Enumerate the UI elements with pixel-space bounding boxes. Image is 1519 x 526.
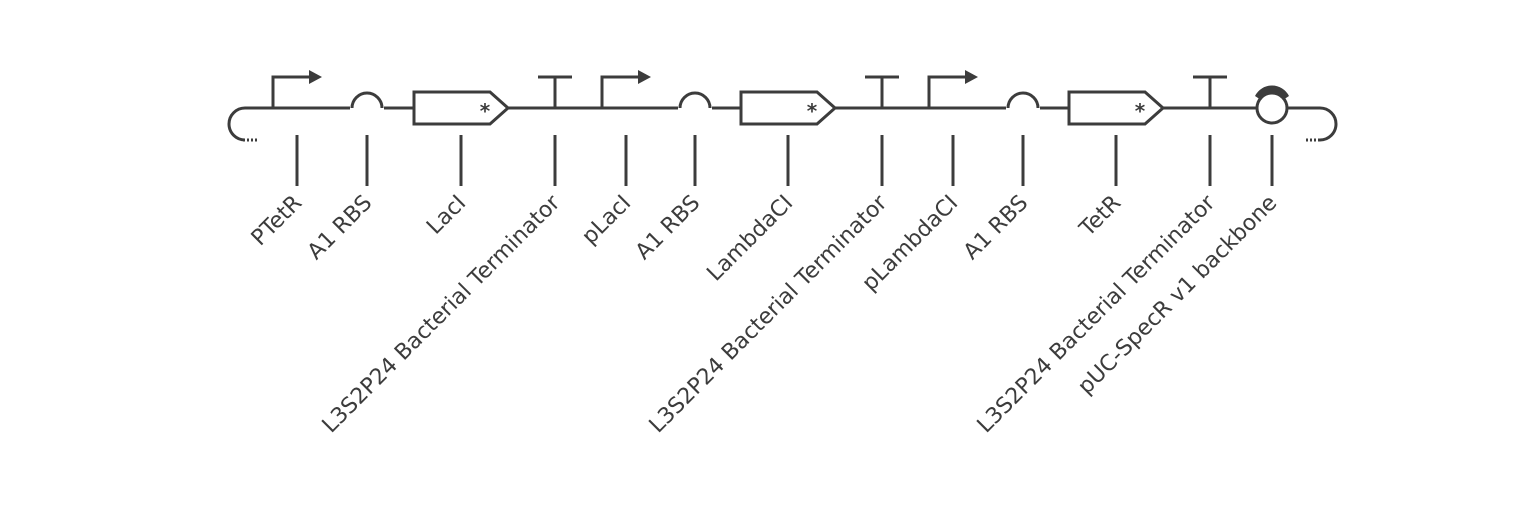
part-label: pLacI: [577, 191, 636, 250]
part-label: LambdaCI: [702, 191, 798, 287]
cds-glyph: *: [412, 90, 511, 126]
part-label: PTetR: [247, 191, 307, 251]
rbs-glyph: [678, 91, 712, 110]
terminator-glyph: [1193, 75, 1227, 108]
part-label: A1 RBS: [303, 191, 377, 265]
promoter-glyph: [271, 70, 322, 108]
part-label: TetR: [1075, 191, 1127, 243]
part-label: A1 RBS: [959, 191, 1033, 265]
rbs-glyph: [350, 91, 384, 110]
cds-glyph: *: [739, 90, 838, 126]
backbone-left-end: [227, 106, 246, 142]
terminator-glyph: [865, 75, 899, 108]
part-label: LacI: [422, 191, 471, 240]
backbone-right-end: [1319, 106, 1338, 142]
promoter-glyph: [927, 70, 978, 108]
rbs-glyph: [1006, 91, 1040, 110]
svg-text:*: *: [807, 99, 818, 123]
svg-text:*: *: [480, 99, 491, 123]
part-glyphs: * * *: [271, 70, 1289, 126]
svg-text:*: *: [1135, 99, 1146, 123]
part-leaders: [295, 135, 1274, 186]
promoter-glyph: [600, 70, 651, 108]
terminator-glyph: [538, 75, 572, 108]
cds-glyph: *: [1067, 90, 1166, 126]
part-label: A1 RBS: [631, 191, 705, 265]
origin-glyph: [1255, 85, 1289, 125]
